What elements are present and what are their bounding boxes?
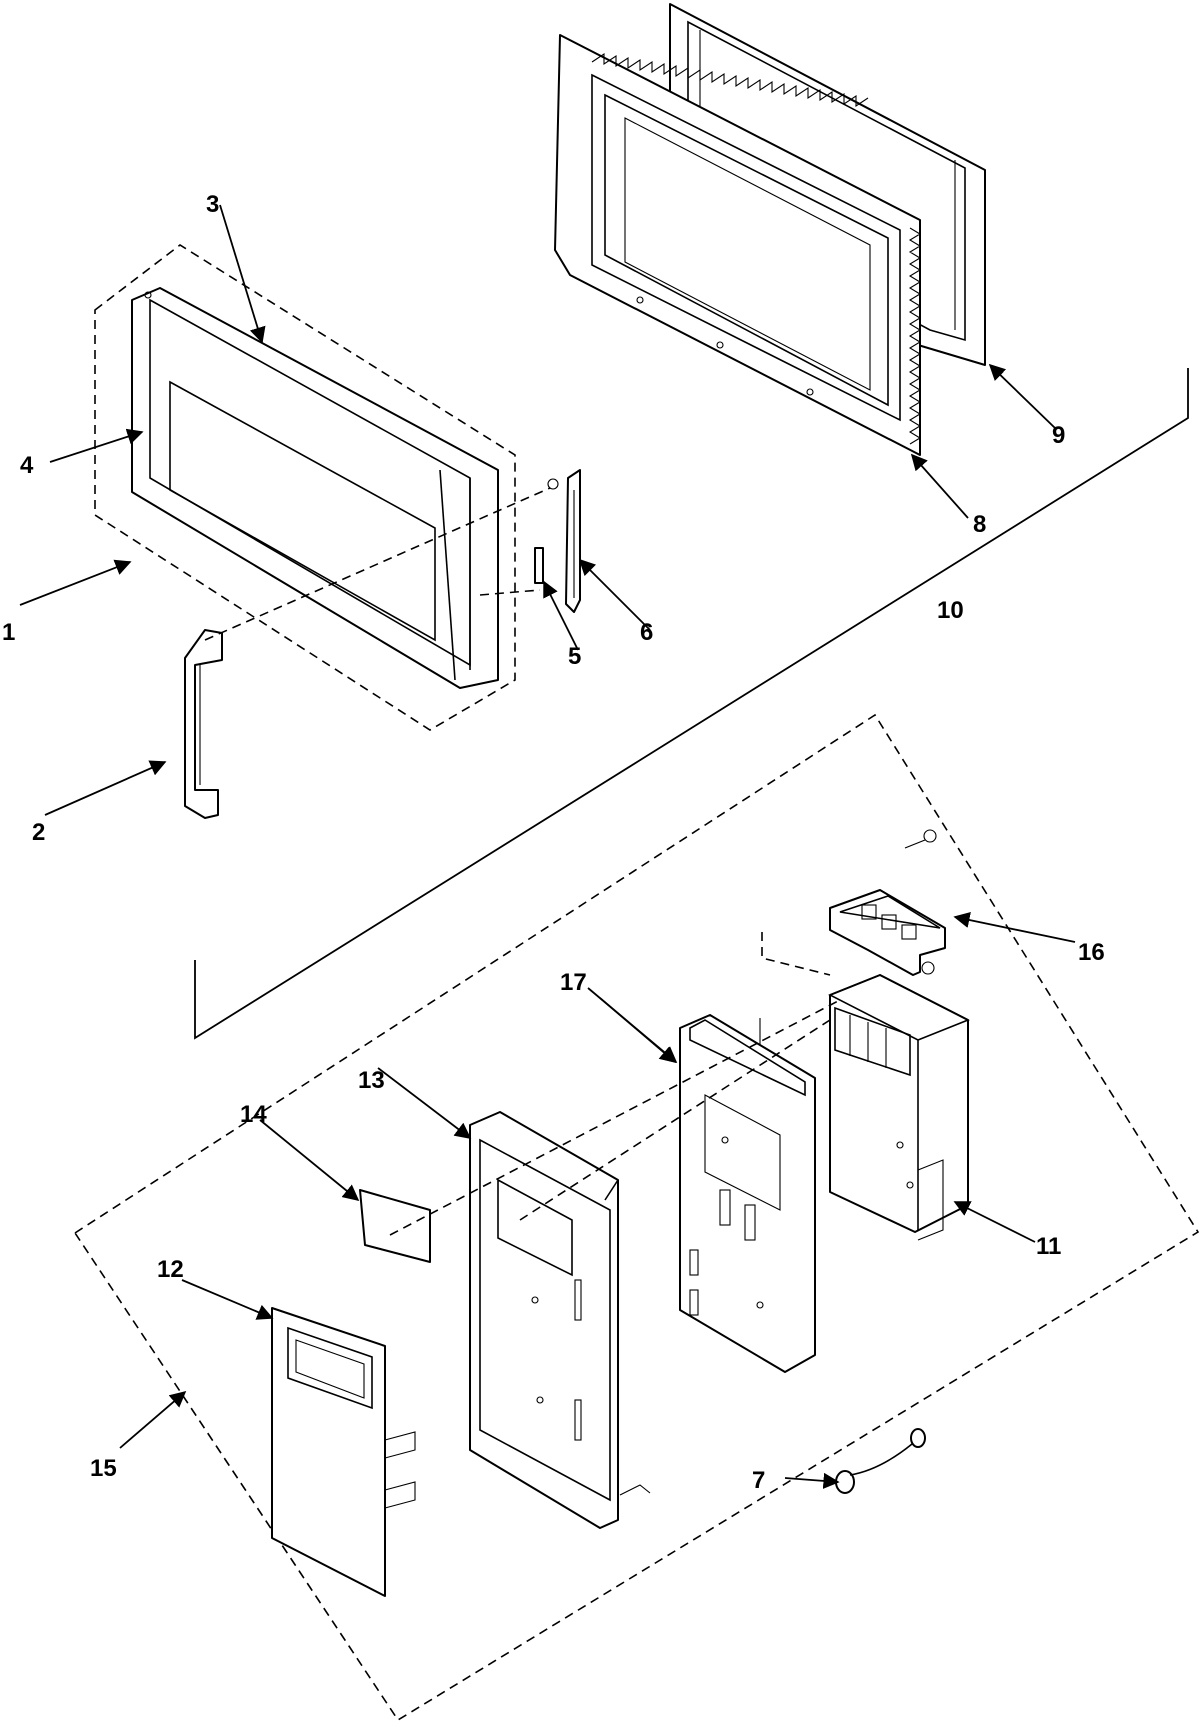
callout-16: 16: [1078, 939, 1105, 966]
part-5-latch: [534, 547, 544, 584]
part-14-display-lens: [359, 1189, 431, 1263]
callout-17: 17: [560, 969, 587, 996]
part-12-keyboard: [271, 1307, 416, 1597]
callout-13: 13: [358, 1067, 385, 1094]
part-3-door-panel: [131, 287, 499, 689]
callout-8: 8: [973, 511, 986, 538]
part-1-door-assembly-boundary: [94, 244, 516, 731]
part-15-control-panel-boundary: [73, 713, 1200, 1722]
callout-15: 15: [90, 1455, 117, 1482]
part-7-sensor: [835, 1428, 926, 1494]
part-11-control-unit: [828, 961, 970, 1241]
part-16-pcb: [829, 829, 946, 976]
callout-10: 10: [937, 597, 964, 624]
callout-3: 3: [206, 191, 219, 218]
callout-4: 4: [20, 452, 34, 479]
part-6-door-hook: [547, 469, 581, 613]
callout-5: 5: [568, 643, 581, 670]
callout-7: 7: [752, 1467, 765, 1494]
part-8-door-inner-panel: [554, 34, 922, 456]
part-17-control-frame: [679, 1014, 816, 1373]
leader-arrows: [19, 204, 1076, 1489]
callout-11: 11: [1036, 1233, 1061, 1260]
callout-labels: 1 2 3 4 5 6 7 8 9 10 11 12 13 14 15 16 1…: [2, 191, 1105, 1494]
callout-9: 9: [1052, 422, 1065, 449]
callout-6: 6: [640, 619, 653, 646]
part-2-door-handle: [184, 629, 223, 819]
part-10-leader-line: [194, 368, 1189, 1040]
callout-12: 12: [157, 1256, 184, 1283]
callout-2: 2: [32, 819, 45, 846]
callout-14: 14: [240, 1101, 267, 1128]
callout-1: 1: [2, 619, 15, 646]
part-13-control-housing: [469, 1111, 651, 1529]
